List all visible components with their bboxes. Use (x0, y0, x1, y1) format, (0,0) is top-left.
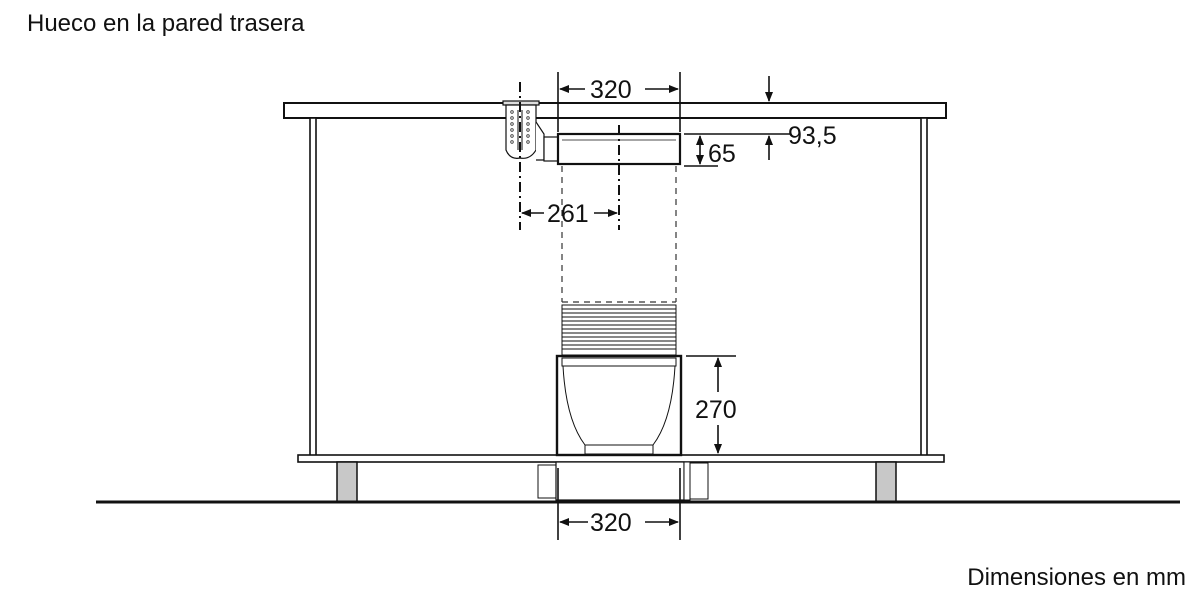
center-lines (519, 82, 620, 230)
dim-label-axis-distance: 261 (547, 200, 589, 228)
dim-label-motor-height: 270 (695, 396, 737, 424)
projection-lines (561, 166, 677, 303)
dim-duct-height (684, 133, 790, 167)
dim-motor-height (686, 355, 736, 454)
plinth-duct (537, 461, 709, 501)
motor-ribbed-duct (561, 304, 677, 356)
dim-label-duct-height: 65 (708, 140, 736, 168)
worktop (283, 102, 947, 119)
dim-label-bottom-width: 320 (590, 509, 632, 537)
motor-housing (555, 354, 683, 457)
dim-top-width (557, 72, 681, 132)
dim-label-top-width: 320 (590, 76, 632, 104)
units-note: Dimensiones en mm (967, 564, 1186, 591)
dim-label-top-offset: 93,5 (788, 122, 837, 150)
diagram-title: Hueco en la pared trasera (27, 10, 305, 37)
dim-bottom-width (557, 468, 681, 540)
